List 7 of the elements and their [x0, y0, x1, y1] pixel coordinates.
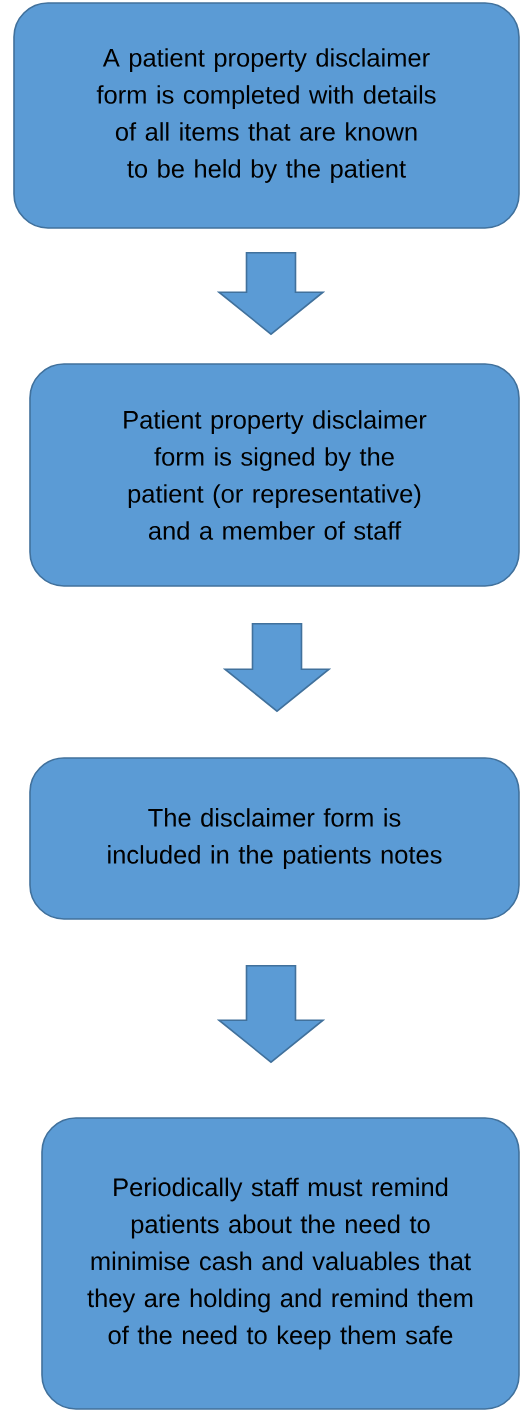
- block-arrow: [216, 252, 326, 336]
- process-box: The disclaimer form is included in the patients notes: [29, 757, 520, 920]
- process-box: Periodically staff must remind patients about the need to minimise cash and valuables that they are holding and remind them of the need to keep them safe: [41, 1117, 520, 1410]
- process-box: Patient property disclaimer form is signed by the patient (or representative) and a member of staff: [29, 363, 520, 587]
- process-box: A patient property disclaimer form is completed with details of all items that are known to be held by the patient: [13, 2, 520, 229]
- block-arrow: [216, 965, 326, 1064]
- block-arrow: [222, 623, 332, 713]
